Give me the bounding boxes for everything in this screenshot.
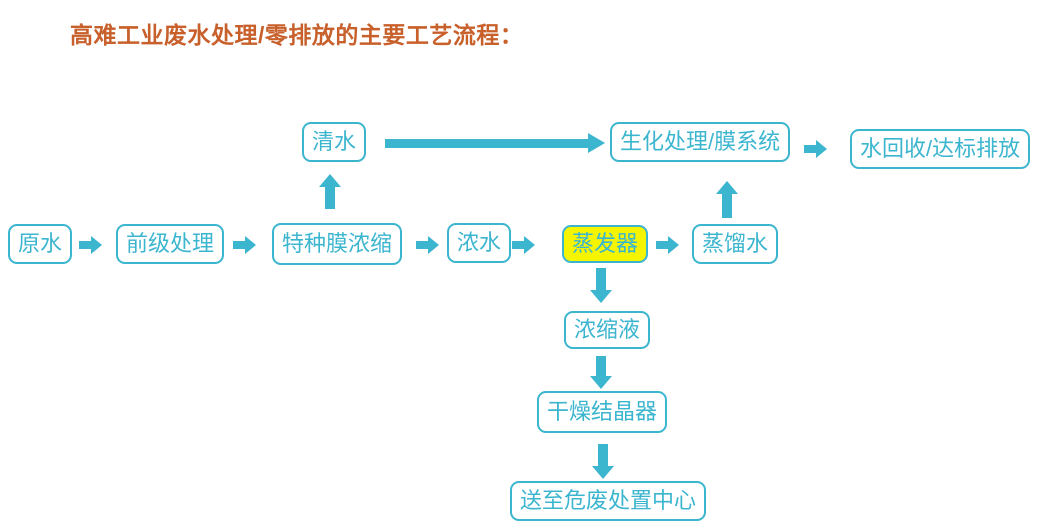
node-pretreatment: 前级处理	[116, 224, 225, 264]
arrow-right-pretreatment-to-membrane-icon	[233, 236, 256, 254]
node-clear-water: 清水	[302, 122, 367, 162]
page-title: 高难工业废水处理/零排放的主要工艺流程：	[70, 22, 524, 48]
arrow-right-bio-to-recycle-icon	[804, 140, 827, 158]
arrow-right-raw-to-pretreatment-icon	[79, 236, 102, 254]
node-evaporator-highlighted: 蒸发器	[562, 225, 649, 263]
node-concentrated-water: 浓水	[447, 223, 512, 263]
node-biochemical-membrane-system: 生化处理/膜系统	[610, 122, 791, 162]
node-hazardous-waste-center: 送至危废处置中心	[510, 481, 707, 521]
arrow-right-membrane-to-concwater-icon	[416, 236, 439, 254]
arrow-down-crystallizer-to-hazard-icon	[592, 444, 614, 479]
node-water-recycle-discharge: 水回收/达标排放	[850, 129, 1031, 169]
arrow-right-concwater-to-evaporator-icon	[512, 236, 535, 254]
arrow-down-concentrate-to-crystallizer-icon	[590, 356, 612, 389]
arrow-right-clearwater-to-bio-icon	[385, 133, 605, 153]
node-special-membrane-concentration: 特种膜浓缩	[272, 223, 403, 265]
arrow-down-evaporator-to-concentrate-icon	[590, 268, 612, 303]
arrow-up-distilled-to-bio-icon	[716, 181, 738, 218]
arrow-right-evaporator-to-distilled-icon	[656, 236, 679, 254]
node-drying-crystallizer: 干燥结晶器	[537, 391, 668, 433]
node-distilled-water: 蒸馏水	[692, 224, 779, 264]
node-concentrate-liquid: 浓缩液	[564, 311, 651, 349]
node-raw-water: 原水	[8, 224, 73, 264]
arrow-up-membrane-to-clearwater-icon	[319, 174, 341, 209]
